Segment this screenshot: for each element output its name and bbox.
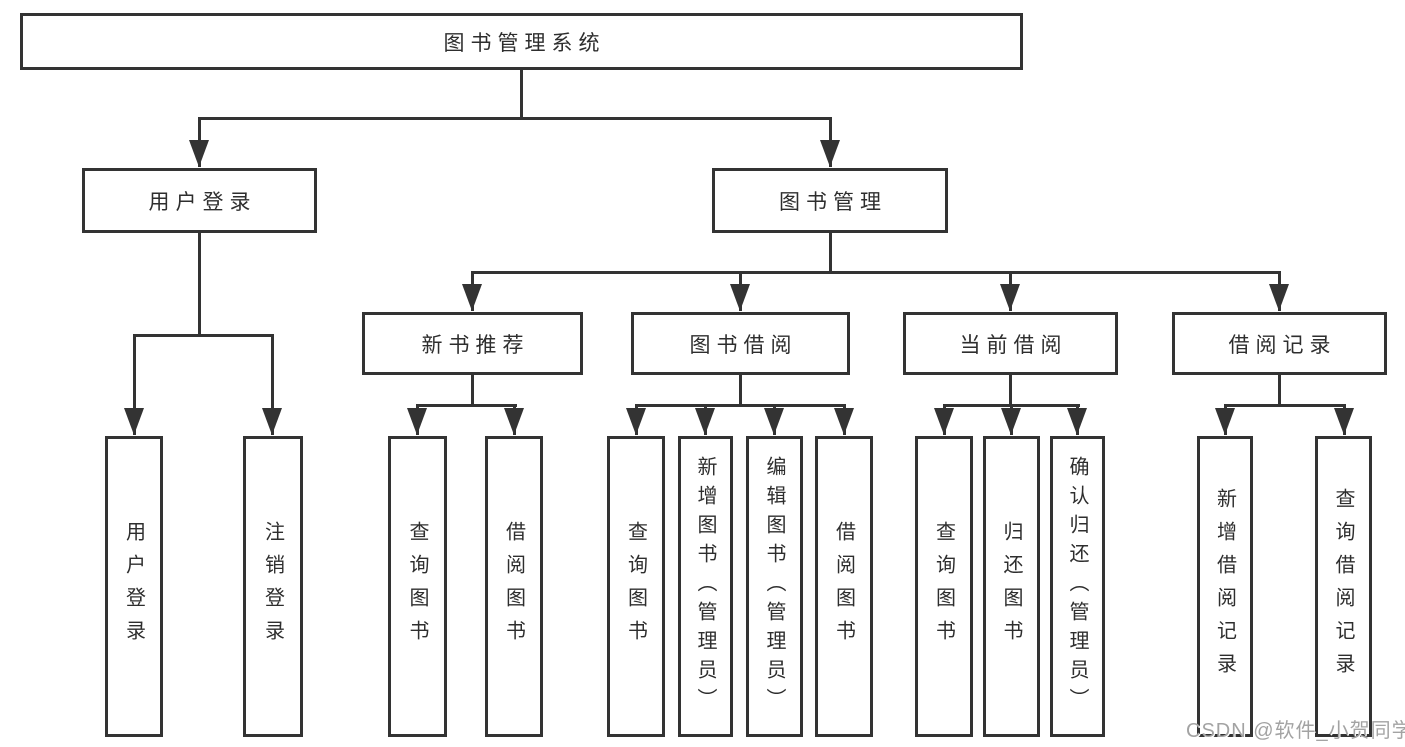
connector-new-book-rec-stem [471, 375, 474, 406]
arrowhead-c2 [695, 408, 715, 435]
arrowhead-b1 [407, 408, 427, 435]
node-borrowing-records: 借阅记录 [1172, 312, 1387, 375]
connector-borrow-records-rail [1224, 404, 1345, 407]
arrowhead-user-login [189, 140, 209, 167]
arrowhead-b2 [504, 408, 524, 435]
connector-new-book-rec-rail [416, 404, 517, 407]
leaf-return-books: 归还图书 [983, 436, 1040, 737]
connector-book-mgmt-stem [829, 233, 832, 273]
connector-user-login-stem [198, 233, 201, 336]
connector-book-borrow-rail [635, 404, 846, 407]
arrowhead-new-book-rec [462, 284, 482, 311]
csdn-watermark: CSDN @软件_小贺同学 [1186, 720, 1405, 742]
connector-current-borrow-stem [1009, 375, 1012, 406]
arrowhead-book-borrow [730, 284, 750, 311]
node-new-book-recommendation: 新书推荐 [362, 312, 583, 375]
arrowhead-c4 [834, 408, 854, 435]
connector-root-rail [198, 117, 832, 120]
leaf-borrow-books: 借阅图书 [815, 436, 873, 737]
connector-borrow-records-stem [1278, 375, 1281, 406]
leaf-confirm-return-admin: 确认归还（管理员） [1050, 436, 1105, 737]
node-root: 图书管理系统 [20, 13, 1023, 70]
connector-drop-a2 [271, 334, 274, 435]
connector-user-login-rail [133, 334, 274, 337]
node-book-borrowing: 图书借阅 [631, 312, 850, 375]
arrowhead-c1 [626, 408, 646, 435]
leaf-borrow-books-recommend: 借阅图书 [485, 436, 543, 737]
arrowhead-c3 [764, 408, 784, 435]
leaf-add-borrow-record: 新增借阅记录 [1197, 436, 1253, 737]
node-current-borrowing: 当前借阅 [903, 312, 1118, 375]
arrowhead-book-mgmt [820, 140, 840, 167]
connector-book-borrow-stem [739, 375, 742, 406]
arrowhead-d2 [1001, 408, 1021, 435]
leaf-query-books-recommend: 查询图书 [388, 436, 447, 737]
arrowhead-d1 [934, 408, 954, 435]
arrowhead-d3 [1067, 408, 1087, 435]
node-book-management: 图书管理 [712, 168, 948, 233]
arrowhead-current-borrow [1000, 284, 1020, 311]
connector-drop-a1 [133, 334, 136, 435]
leaf-add-books-admin: 新增图书（管理员） [678, 436, 733, 737]
connector-book-mgmt-rail [471, 271, 1281, 274]
arrowhead-borrow-records [1269, 284, 1289, 311]
arrowhead-e1 [1215, 408, 1235, 435]
node-user-login: 用户登录 [82, 168, 317, 233]
connector-root-stem [520, 70, 523, 119]
leaf-edit-books-admin: 编辑图书（管理员） [746, 436, 803, 737]
arrowhead-e2 [1334, 408, 1354, 435]
leaf-query-books-borrow: 查询图书 [607, 436, 665, 737]
leaf-user-login: 用户登录 [105, 436, 163, 737]
leaf-query-borrow-record: 查询借阅记录 [1315, 436, 1372, 737]
arrowhead-a2 [262, 408, 282, 435]
arrowhead-a1 [124, 408, 144, 435]
leaf-logout: 注销登录 [243, 436, 303, 737]
leaf-query-books-current: 查询图书 [915, 436, 973, 737]
